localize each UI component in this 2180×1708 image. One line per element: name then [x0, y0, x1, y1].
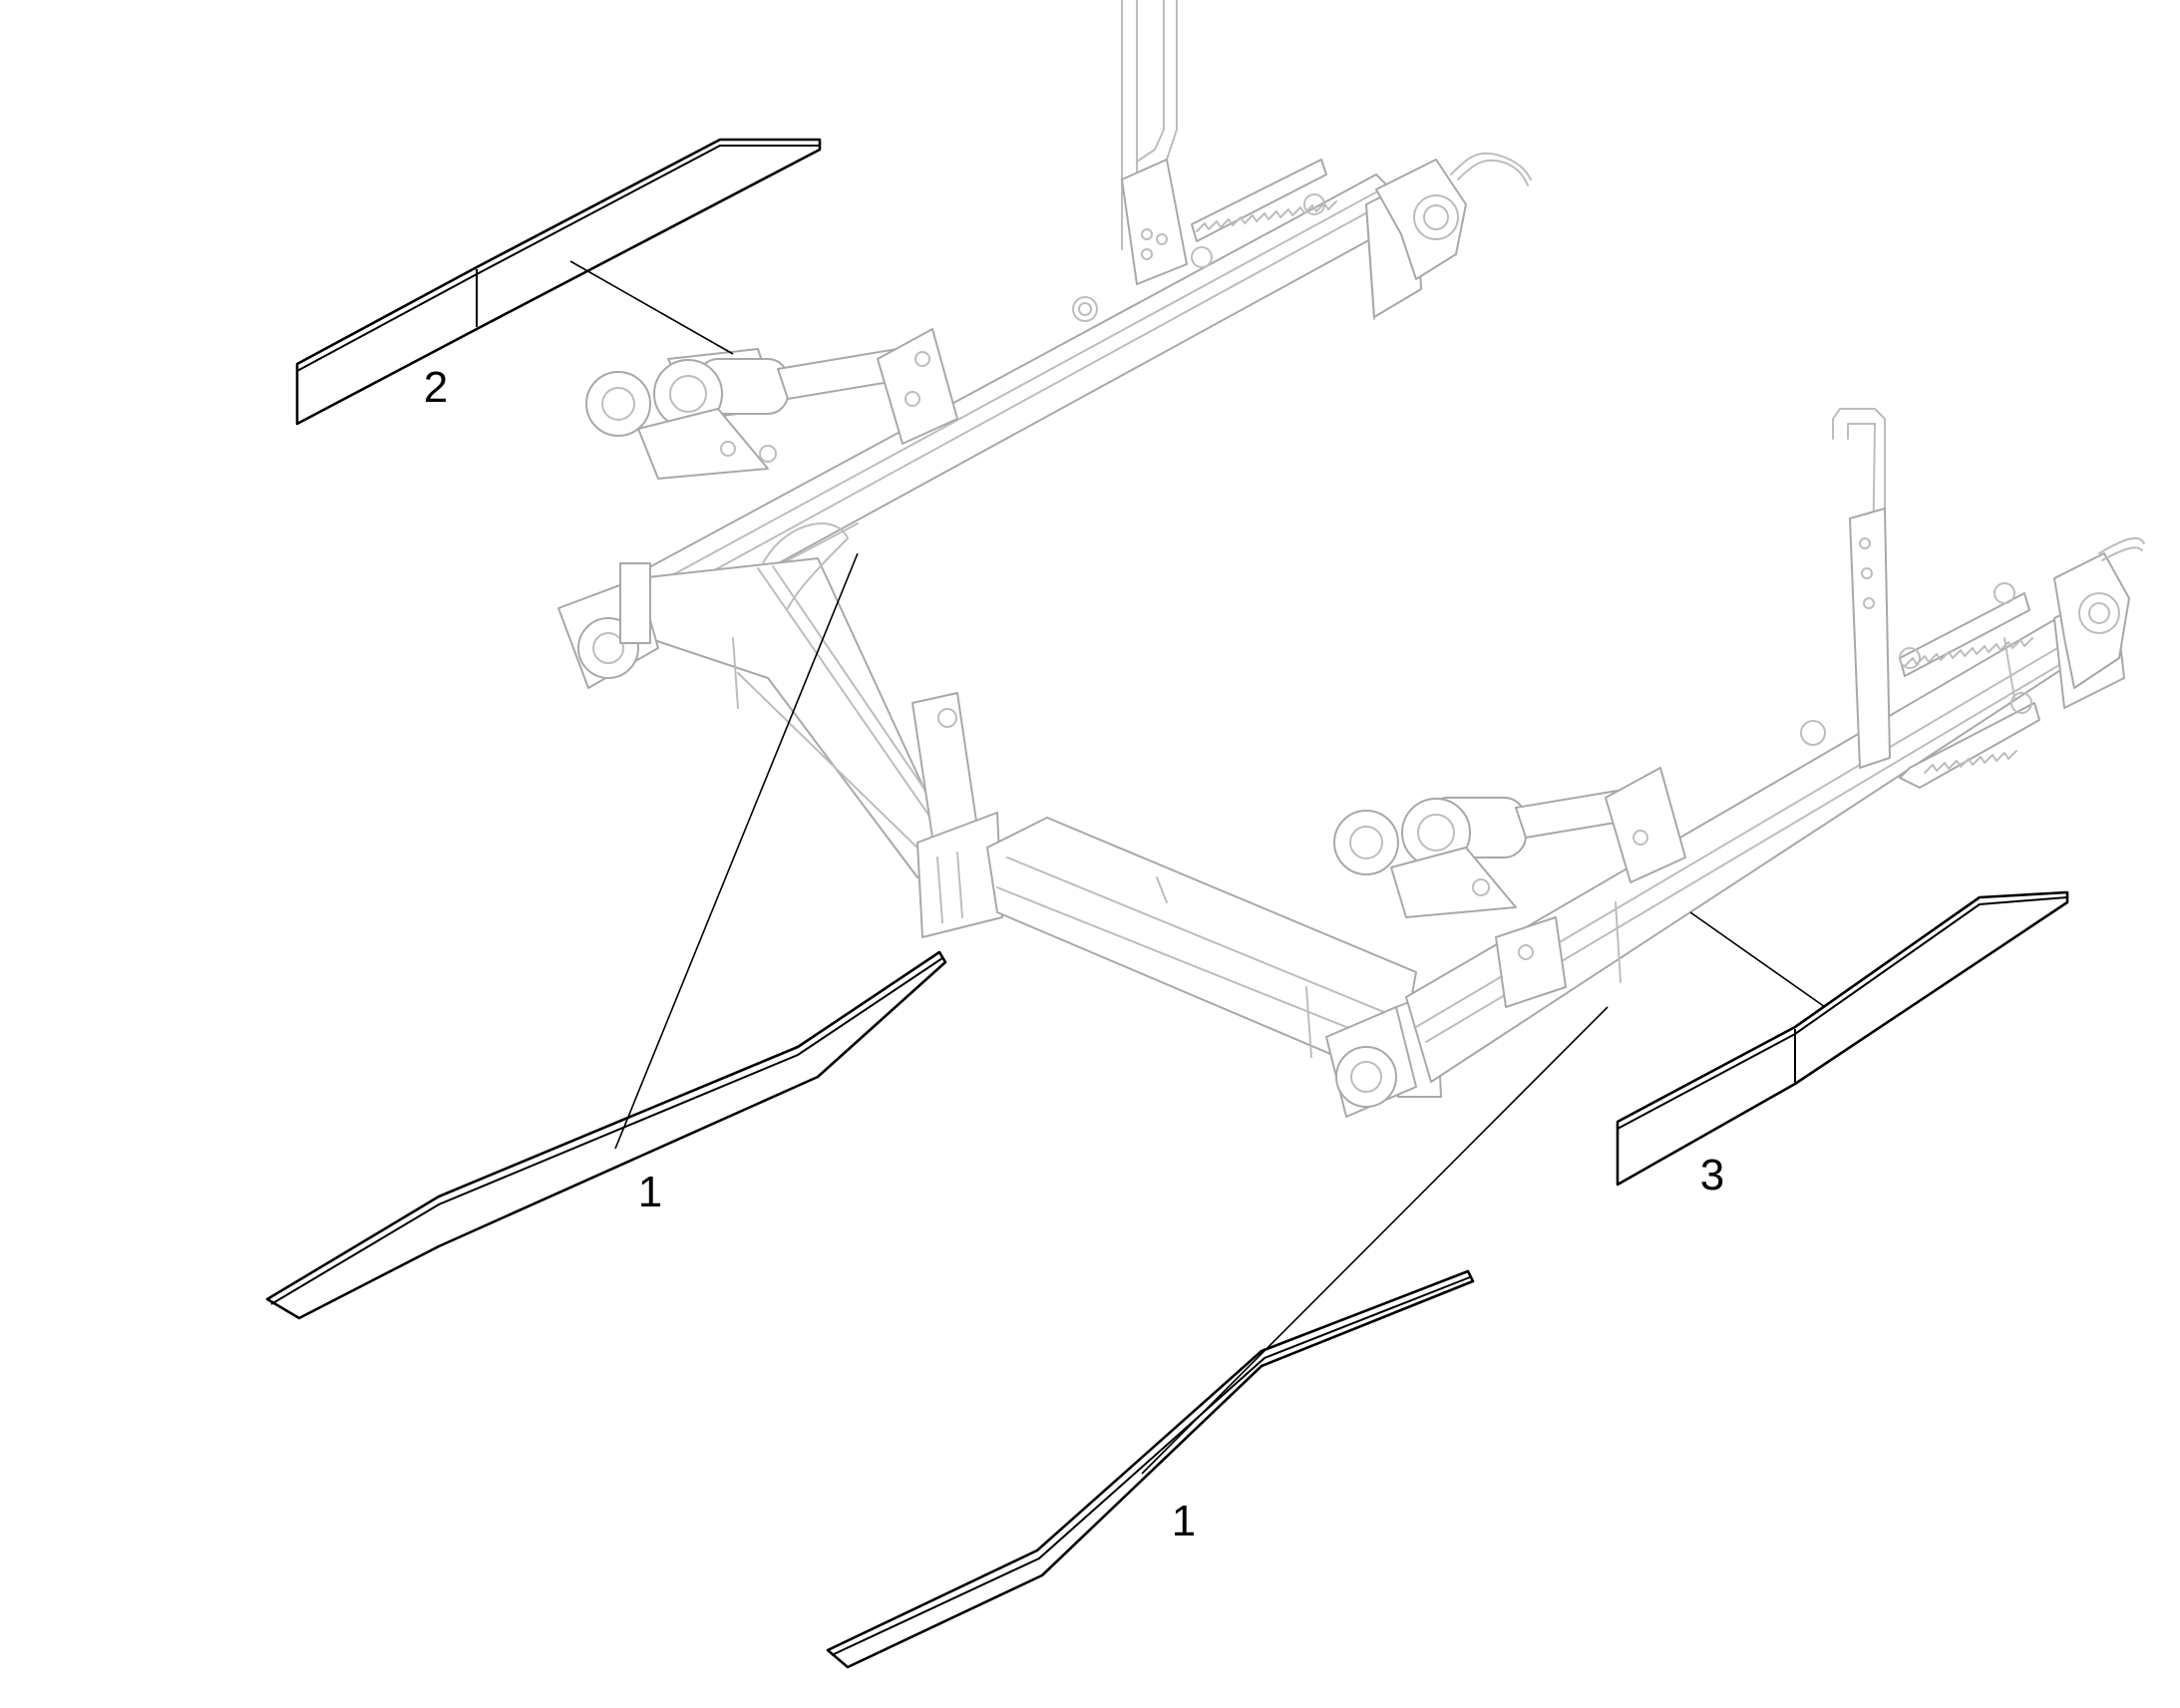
- lower-cylinder: [1333, 767, 1686, 1008]
- left-cross-member: [637, 522, 958, 878]
- lower-rack: [1800, 582, 2040, 789]
- upper-rack: [1072, 159, 1337, 322]
- leader-part-1-left: [614, 552, 859, 1150]
- lower-handle: [1832, 408, 1891, 769]
- callout-part-3: 3: [1700, 1151, 1724, 1199]
- part-1-right-strip: [826, 1269, 1475, 1669]
- callout-part-1-left: 1: [638, 1168, 662, 1216]
- callout-part-1-right: 1: [1172, 1497, 1196, 1545]
- part-3-strip: [1616, 890, 2069, 1187]
- upper-handle: [1121, 0, 1188, 285]
- part-2-strip: [295, 138, 822, 426]
- lower-end-clamp: [1325, 1006, 1417, 1118]
- callout-labels: 2 1 3 1: [424, 363, 1724, 1545]
- upper-rail: [637, 173, 1422, 619]
- leader-part-2: [569, 260, 734, 355]
- left-end-clamp: [557, 562, 659, 689]
- part-1-left-strip: [265, 950, 947, 1320]
- upper-cylinder: [585, 328, 958, 480]
- leader-part-3: [1689, 911, 1826, 1008]
- leader-part-1-right: [1141, 1006, 1609, 1475]
- lower-end-mount: [2053, 536, 2145, 689]
- callout-part-2: 2: [424, 363, 448, 412]
- center-bracket: [911, 692, 1003, 938]
- frame-assembly: [557, 0, 2145, 1118]
- leader-lines: [569, 260, 1826, 1475]
- upper-end-mount: [1375, 152, 1532, 280]
